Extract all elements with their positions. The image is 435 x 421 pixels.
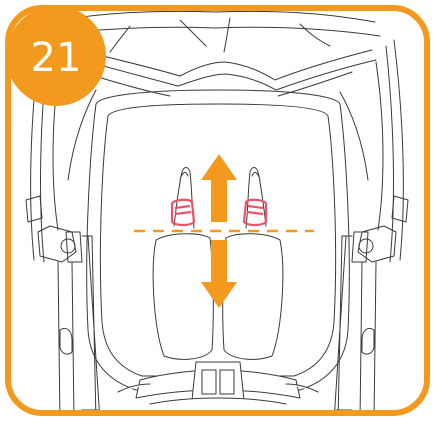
left-slot-highlight-inner-2 (174, 210, 192, 216)
frame-border (5, 5, 430, 416)
down-arrow-icon (201, 240, 237, 308)
harness-buckle (117, 361, 319, 405)
frame-right (333, 225, 397, 413)
harness-slot-highlights (170, 198, 268, 227)
step-number: 21 (31, 35, 82, 81)
seat-back (86, 89, 350, 391)
step-badge: 21 (6, 6, 106, 106)
frame-left (37, 225, 101, 413)
left-slot-highlight (170, 198, 196, 227)
shoulder-pads (152, 233, 284, 360)
left-slot-highlight-inner (174, 204, 191, 210)
hinges (25, 195, 409, 254)
right-slot-highlight-inner (247, 204, 264, 210)
step-badge-circle (6, 6, 106, 106)
right-slot-highlight-inner-2 (246, 210, 264, 216)
up-arrow-icon (201, 154, 237, 222)
right-slot-highlight (242, 198, 268, 227)
